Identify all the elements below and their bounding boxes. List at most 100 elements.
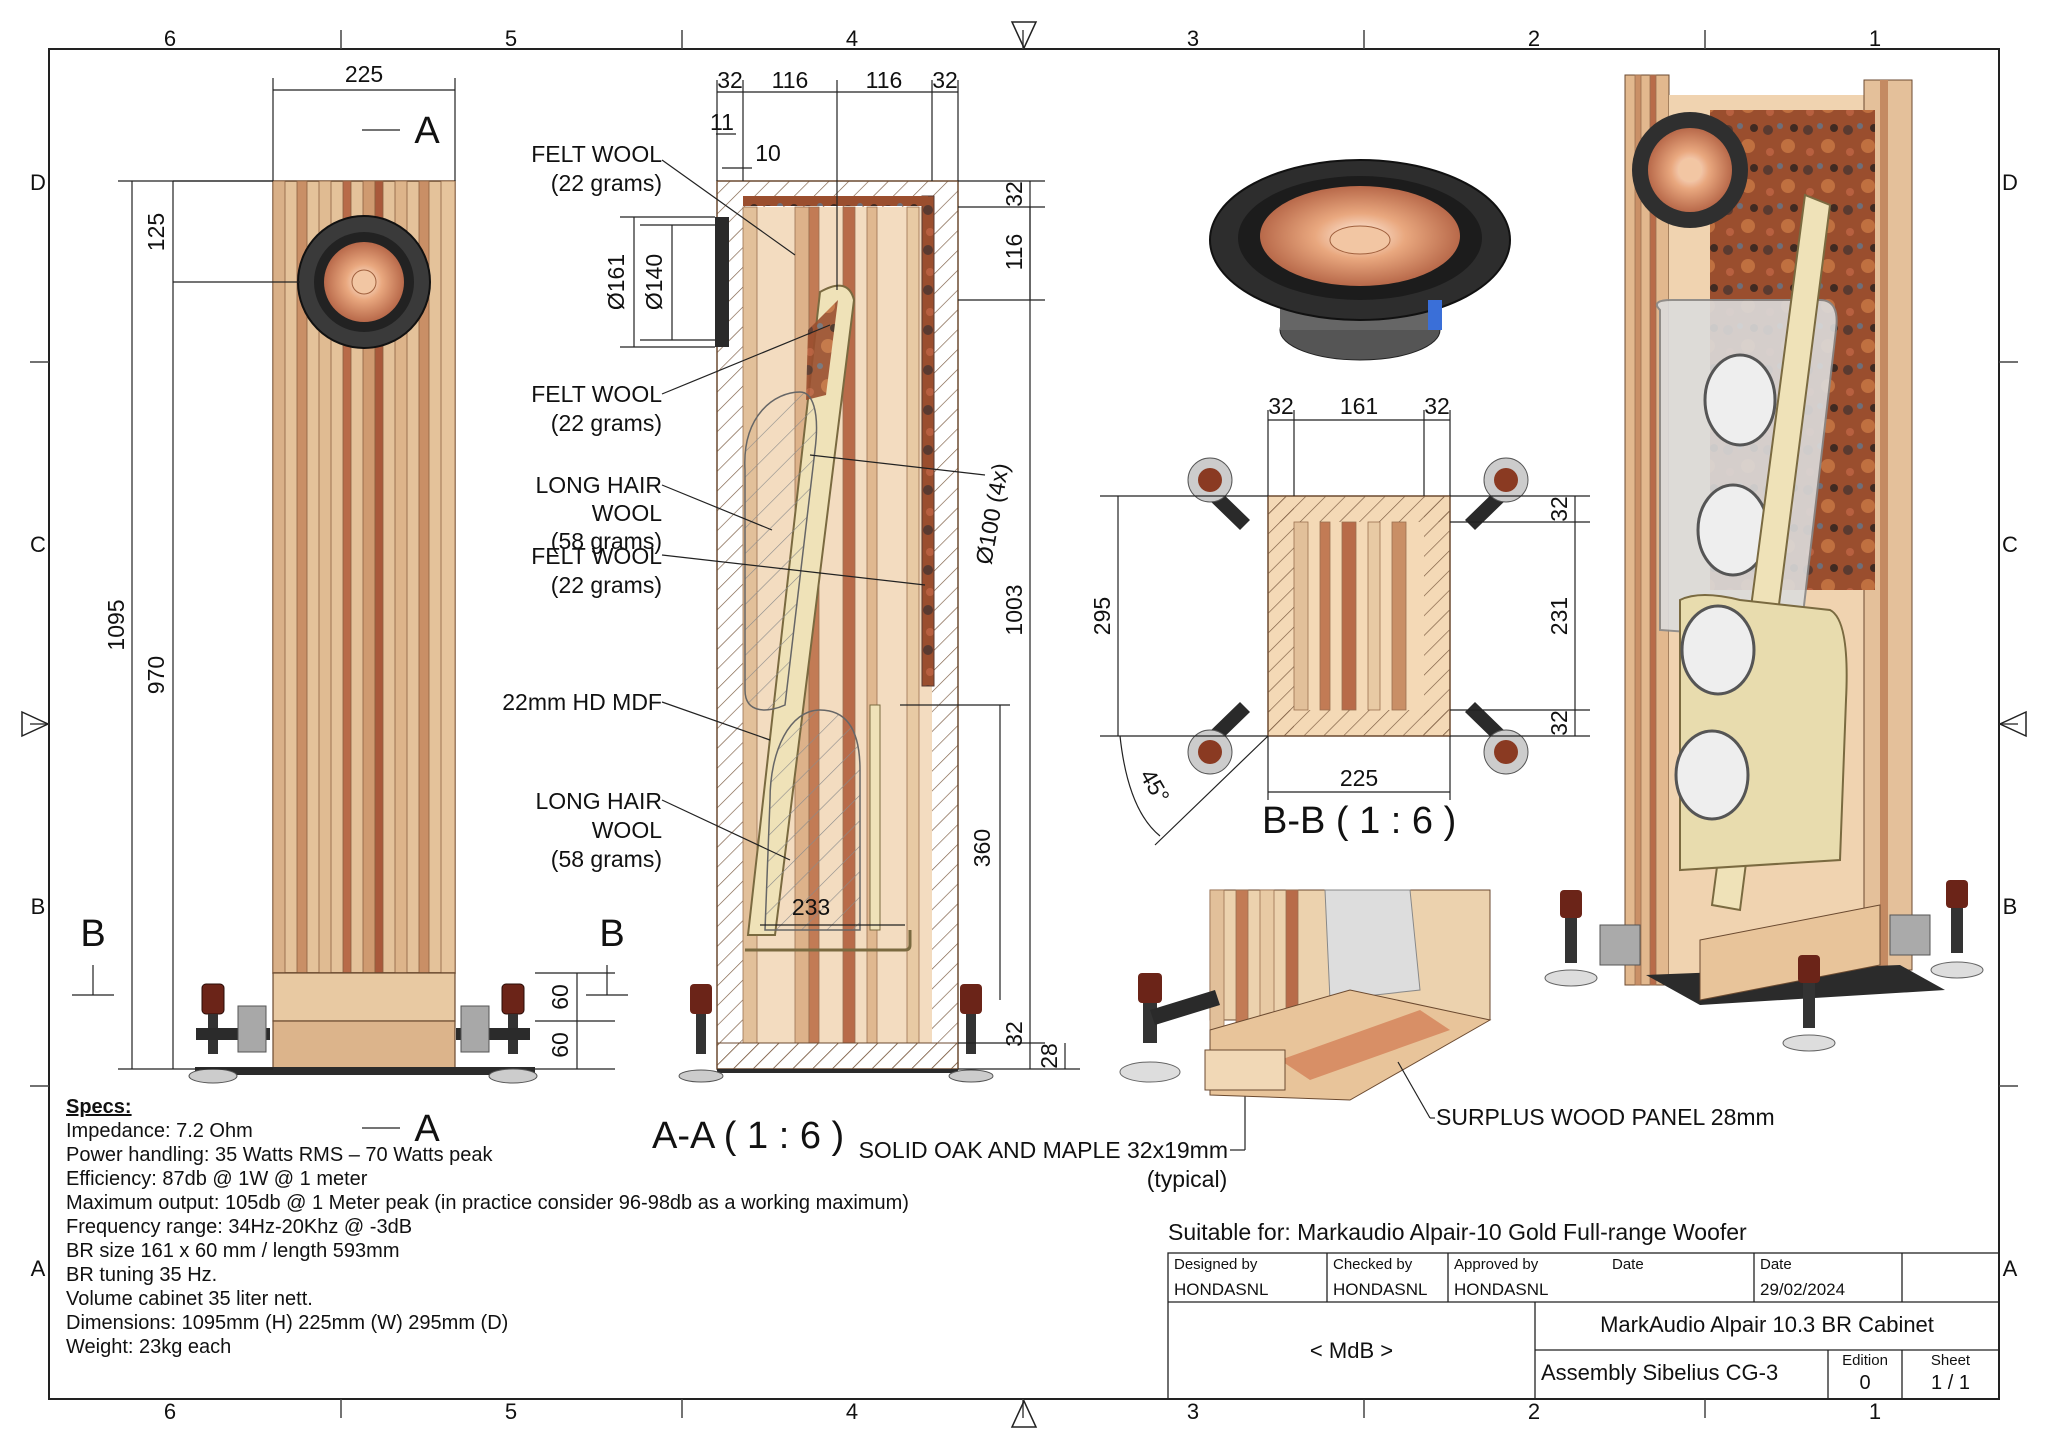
spec-volume: Volume cabinet 35 liter nett.	[66, 1288, 313, 1310]
spec-weight: Weight: 23kg each	[66, 1336, 232, 1358]
driver-render	[1209, 159, 1511, 361]
dim-aa-d140: Ø140	[641, 254, 667, 310]
dim-front-width: 225	[345, 61, 383, 87]
spec-impedance: Impedance: 7.2 Ohm	[66, 1120, 253, 1142]
dim-aa-internal-height: 1003	[1001, 584, 1027, 635]
label-felt-wool-3: FELT WOOL	[531, 543, 662, 569]
dim-bb-mid: 231	[1546, 597, 1572, 635]
front-spikes	[188, 983, 538, 1084]
label-long-hair-2: LONG HAIR	[535, 788, 662, 814]
drawing-subtitle: Assembly Sibelius CG-3	[1541, 1360, 1779, 1385]
dim-bb-top: 32	[1546, 496, 1572, 522]
grid-row-b-right: B	[2003, 894, 2018, 919]
section-aa-title: A-A ( 1 : 6 )	[652, 1115, 844, 1157]
date-label-1: Date	[1612, 1256, 1644, 1273]
label-felt-wool-2-grams: (22 grams)	[551, 410, 662, 436]
sheet-value: 1 / 1	[1931, 1372, 1970, 1394]
grid-row-b-left: B	[31, 894, 46, 919]
dim-bb-width: 225	[1340, 765, 1378, 791]
border-frame	[21, 21, 2027, 1428]
dim-aa-plinth: 28	[1036, 1043, 1062, 1069]
spec-br-size: BR size 161 x 60 mm / length 593mm	[66, 1240, 400, 1262]
grid-col-5-top: 5	[505, 26, 517, 51]
section-mark-b-left: B	[80, 913, 105, 955]
front-driver	[297, 215, 431, 349]
spec-max-output: Maximum output: 105db @ 1 Meter peak (in…	[66, 1192, 909, 1214]
dim-bb-left: 32	[1268, 393, 1294, 419]
dim-aa-panel-left: 32	[717, 67, 743, 93]
dim-front-port-height: 60	[547, 984, 573, 1010]
grid-col-4-bottom: 4	[846, 1399, 858, 1424]
grid-col-5-bottom: 5	[505, 1399, 517, 1424]
approved-by-value: HONDASNL	[1454, 1280, 1549, 1299]
dim-aa-inner-left: 116	[772, 67, 809, 93]
grid-col-3-top: 3	[1187, 26, 1199, 51]
label-felt-wool-2: FELT WOOL	[531, 381, 662, 407]
date-label-2: Date	[1760, 1256, 1792, 1273]
specs-title: Specs:	[66, 1096, 132, 1118]
callout-solid-oak: SOLID OAK AND MAPLE 32x19mm	[859, 1137, 1228, 1163]
grid-row-d-left: D	[30, 170, 46, 195]
dim-bb-bottom: 32	[1546, 710, 1572, 736]
dim-aa-top-offset: 116	[1001, 234, 1027, 271]
grid-row-d-right: D	[2002, 170, 2018, 195]
dim-aa-11: 11	[710, 109, 734, 135]
dim-front-height: 1095	[103, 599, 129, 650]
checked-by-value: HONDASNL	[1333, 1280, 1428, 1299]
grid-row-a-left: A	[31, 1256, 46, 1281]
grid-col-1-bottom: 1	[1869, 1399, 1881, 1424]
dim-aa-lower-chamber: 360	[969, 829, 995, 867]
dim-aa-port-dia: Ø100 (4x)	[970, 461, 1013, 566]
spec-dimensions: Dimensions: 1095mm (H) 225mm (W) 295mm (…	[66, 1312, 509, 1334]
company-name: < MdB >	[1309, 1338, 1394, 1363]
front-view: 225 125 1095 970 60 60 A A B B	[72, 61, 628, 1150]
section-aa-view: 32 116 116 32 11 10 Ø161 Ø140 32 116 100…	[502, 67, 1246, 1192]
spec-efficiency: Efficiency: 87db @ 1W @ 1 meter	[66, 1168, 368, 1190]
designed-by-value: HONDASNL	[1174, 1280, 1269, 1299]
spec-frequency: Frequency range: 34Hz-20Khz @ -3dB	[66, 1216, 413, 1238]
cutaway-render	[1544, 74, 1984, 1052]
label-felt-wool-1: FELT WOOL	[531, 141, 662, 167]
dim-aa-bottom-panel: 32	[1001, 1021, 1027, 1047]
spec-br-tuning: BR tuning 35 Hz.	[66, 1264, 218, 1286]
section-bb-title: B-B ( 1 : 6 )	[1262, 800, 1456, 842]
label-long-hair-1-wool: WOOL	[592, 500, 662, 526]
label-long-hair-1: LONG HAIR	[535, 472, 662, 498]
label-hd-mdf: 22mm HD MDF	[502, 689, 662, 715]
specs-block: Specs: Impedance: 7.2 Ohm Power handling…	[66, 1095, 966, 1359]
label-felt-wool-3-grams: (22 grams)	[551, 572, 662, 598]
dim-bb-right: 32	[1424, 393, 1450, 419]
dim-front-top-driver: 125	[143, 213, 169, 251]
section-mark-a-bottom: A	[414, 1108, 440, 1150]
label-long-hair-2-wool: WOOL	[592, 817, 662, 843]
front-dimension-lines	[72, 78, 628, 1129]
sheet-label: Sheet	[1930, 1352, 1971, 1369]
dim-bb-center: 161	[1340, 393, 1378, 419]
grid-col-4-top: 4	[846, 26, 858, 51]
detail-view: SURPLUS WOOD PANEL 28mm	[1119, 889, 1775, 1130]
edition-label: Edition	[1842, 1352, 1888, 1369]
dim-aa-10: 10	[755, 140, 781, 166]
title-block	[1167, 1252, 2000, 1400]
grid-col-1-top: 1	[1869, 26, 1881, 51]
label-long-hair-2-grams: (58 grams)	[551, 846, 662, 872]
dim-aa-panel-right: 32	[932, 67, 958, 93]
grid-col-6-top: 6	[164, 26, 176, 51]
grid-labels: 6 5 4 3 2 1 6 5 4 3 2 1 D C B A D C B A	[30, 26, 2018, 1424]
approved-by-label: Approved by	[1454, 1256, 1539, 1273]
section-mark-b-right: B	[599, 913, 624, 955]
grid-row-c-right: C	[2002, 532, 2018, 557]
callout-surplus-wood: SURPLUS WOOD PANEL 28mm	[1436, 1104, 1775, 1130]
dim-aa-chamber-width: 233	[792, 894, 830, 920]
section-mark-a-top: A	[414, 110, 440, 152]
dim-bb-depth: 295	[1089, 597, 1115, 635]
label-long-hair-1-grams: (58 grams)	[551, 528, 662, 554]
dim-aa-inner-right: 116	[866, 67, 903, 93]
dim-bb-angle: 45°	[1135, 764, 1175, 807]
designed-by-label: Designed by	[1174, 1256, 1258, 1273]
grid-col-6-bottom: 6	[164, 1399, 176, 1424]
label-felt-wool-1-grams: (22 grams)	[551, 170, 662, 196]
checked-by-label: Checked by	[1333, 1256, 1413, 1273]
grid-col-2-bottom: 2	[1528, 1399, 1540, 1424]
